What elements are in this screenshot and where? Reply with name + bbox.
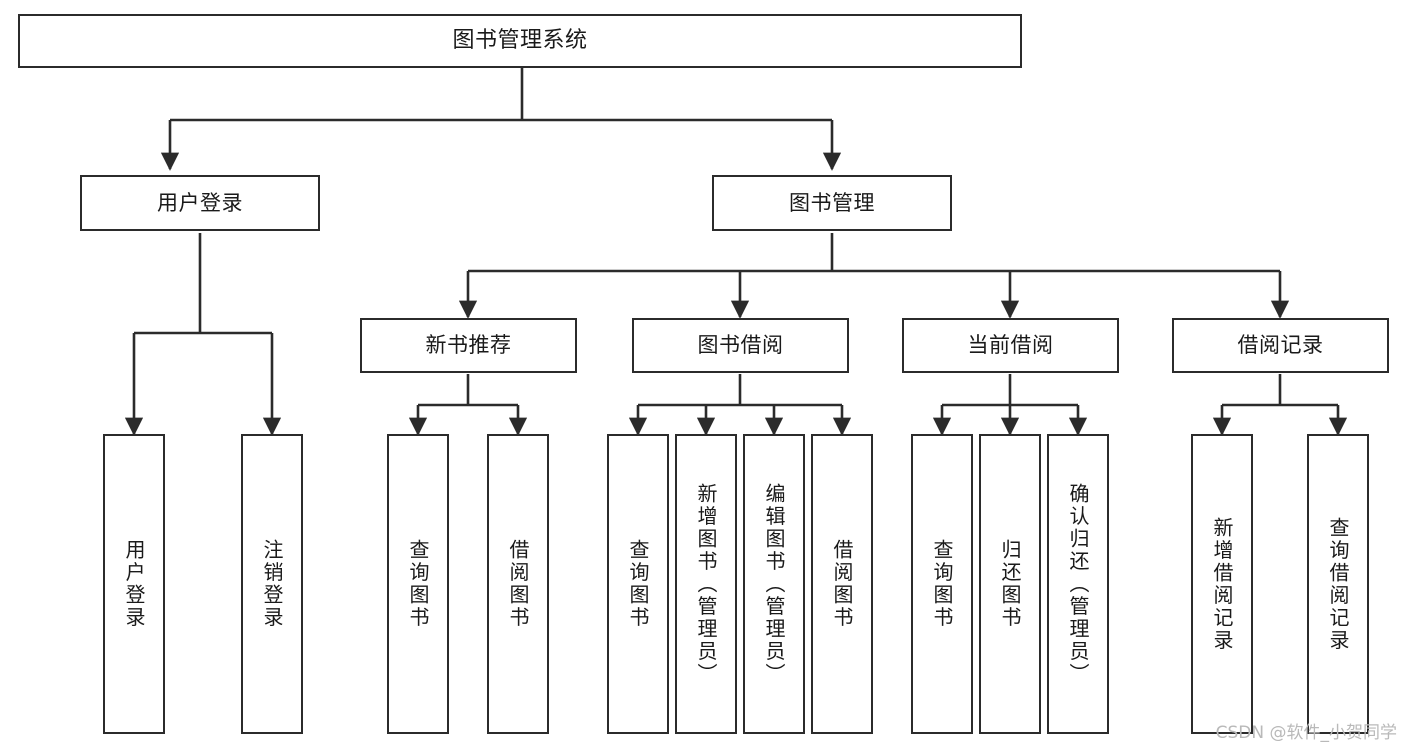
- node-current-borrow-label: 当前借阅: [967, 333, 1054, 358]
- node-leaf-add-borrow-record-label: 新增借阅记录: [1210, 516, 1234, 652]
- node-leaf-query-book-1-label: 查询图书: [406, 539, 430, 629]
- node-book-borrow-label: 图书借阅: [697, 333, 784, 358]
- node-root-system-label: 图书管理系统: [452, 28, 588, 54]
- node-leaf-query-book-2-label: 查询图书: [626, 539, 650, 629]
- node-borrow-record-label: 借阅记录: [1237, 333, 1324, 358]
- node-leaf-user-logout-label: 注销登录: [260, 539, 284, 629]
- csdn-watermark: CSDN @软件_小贺同学: [1215, 723, 1397, 743]
- node-leaf-user-logout[interactable]: 注销登录: [241, 434, 303, 734]
- node-leaf-borrow-book-2-label: 借阅图书: [830, 539, 854, 629]
- node-user-login[interactable]: 用户登录: [80, 175, 320, 231]
- node-leaf-add-borrow-record[interactable]: 新增借阅记录: [1191, 434, 1253, 734]
- node-new-book-recommend-label: 新书推荐: [425, 333, 512, 358]
- node-leaf-query-book-1[interactable]: 查询图书: [387, 434, 449, 734]
- node-leaf-confirm-return-label: 确认归还（管理员）: [1066, 482, 1090, 686]
- node-leaf-borrow-book-2[interactable]: 借阅图书: [811, 434, 873, 734]
- node-leaf-query-book-3[interactable]: 查询图书: [911, 434, 973, 734]
- node-leaf-return-book[interactable]: 归还图书: [979, 434, 1041, 734]
- node-leaf-add-book[interactable]: 新增图书（管理员）: [675, 434, 737, 734]
- node-leaf-return-book-label: 归还图书: [998, 539, 1022, 629]
- node-leaf-edit-book-label: 编辑图书（管理员）: [762, 482, 786, 686]
- node-leaf-confirm-return[interactable]: 确认归还（管理员）: [1047, 434, 1109, 734]
- node-leaf-edit-book[interactable]: 编辑图书（管理员）: [743, 434, 805, 734]
- node-leaf-user-login[interactable]: 用户登录: [103, 434, 165, 734]
- node-leaf-query-book-3-label: 查询图书: [930, 539, 954, 629]
- node-leaf-query-borrow-record-label: 查询借阅记录: [1326, 516, 1350, 652]
- node-leaf-user-login-label: 用户登录: [122, 539, 146, 629]
- node-leaf-add-book-label: 新增图书（管理员）: [694, 482, 718, 686]
- node-book-manage[interactable]: 图书管理: [712, 175, 952, 231]
- node-book-borrow[interactable]: 图书借阅: [632, 318, 849, 373]
- node-root-system[interactable]: 图书管理系统: [18, 14, 1022, 68]
- node-borrow-record[interactable]: 借阅记录: [1172, 318, 1389, 373]
- node-current-borrow[interactable]: 当前借阅: [902, 318, 1119, 373]
- node-book-manage-label: 图书管理: [789, 190, 875, 215]
- node-leaf-borrow-book-1[interactable]: 借阅图书: [487, 434, 549, 734]
- node-new-book-recommend[interactable]: 新书推荐: [360, 318, 577, 373]
- node-user-login-label: 用户登录: [157, 190, 243, 215]
- node-leaf-query-borrow-record[interactable]: 查询借阅记录: [1307, 434, 1369, 734]
- node-leaf-query-book-2[interactable]: 查询图书: [607, 434, 669, 734]
- node-leaf-borrow-book-1-label: 借阅图书: [506, 539, 530, 629]
